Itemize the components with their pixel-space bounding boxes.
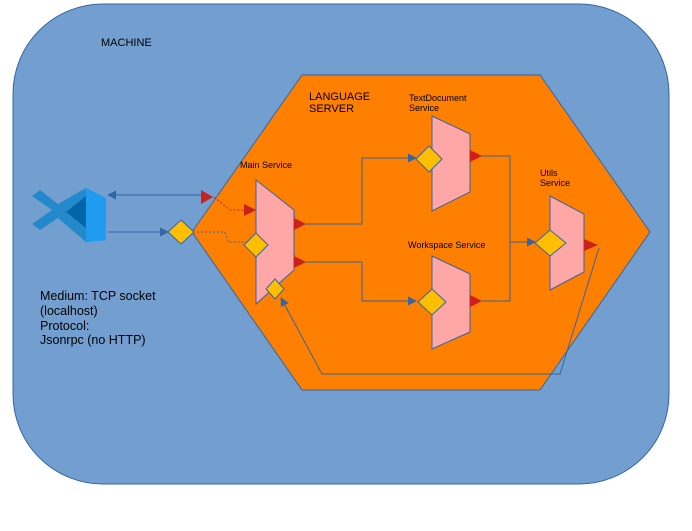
language-server-label: LANGUAGE SERVER	[309, 91, 370, 115]
textdocument-to-utils-link	[480, 155, 536, 247]
machine-label: MACHINE	[101, 37, 152, 49]
notes-line2: (localhost)	[40, 303, 98, 318]
dotted-link-in	[193, 231, 248, 243]
workspace-service-box[interactable]	[431, 255, 471, 350]
notes-line3: Protocol:	[40, 318, 90, 333]
utils-to-main-feedback-link	[280, 247, 600, 375]
textdocument-service-label-line2: Service	[409, 103, 440, 114]
main-to-workspace-link	[300, 261, 417, 306]
main-service-output-port-2	[294, 218, 306, 230]
server-input-port	[167, 219, 195, 245]
workspace-to-utils-link	[482, 242, 511, 302]
notes-line4: Jsonrpc (no HTTP)	[40, 333, 146, 348]
utils-output-port	[584, 239, 598, 251]
language-server-label-line1: LANGUAGE	[309, 91, 371, 103]
textdocument-service-label: TextDocument Service	[409, 93, 467, 114]
vscode-icon[interactable]	[32, 188, 106, 242]
textdocument-output-port	[470, 150, 482, 162]
server-output-port	[201, 190, 213, 204]
main-service-output-port-3	[294, 256, 306, 268]
utils-input-port	[534, 229, 567, 257]
utils-service-box[interactable]	[549, 195, 585, 291]
workspace-service-label: Workspace Service	[408, 240, 486, 250]
connection-notes: Medium: TCP socket (localhost) Protocol:…	[40, 289, 156, 348]
main-service-box[interactable]	[255, 178, 295, 306]
utils-service-label-line1: Utils	[540, 168, 558, 178]
textdocument-service-label-line1: TextDocument	[409, 93, 467, 103]
workspace-input-port	[417, 288, 447, 316]
textdocument-service-box[interactable]	[431, 115, 471, 212]
utils-service-label: Utils Service	[540, 168, 570, 189]
language-server-label-line2: SERVER	[309, 103, 355, 116]
textdocument-input-port	[415, 145, 443, 173]
main-service-input-port	[243, 232, 269, 258]
language-server-hexagon	[191, 74, 651, 391]
notes-line1: Medium: TCP socket	[40, 289, 156, 303]
main-service-feedback-port	[265, 278, 285, 300]
main-service-output-port-1	[244, 204, 256, 216]
utils-service-label-line2: Service	[540, 178, 571, 189]
workspace-output-port	[470, 295, 482, 307]
main-to-textdocument-link	[300, 153, 417, 225]
main-service-label: Main Service	[240, 160, 293, 170]
